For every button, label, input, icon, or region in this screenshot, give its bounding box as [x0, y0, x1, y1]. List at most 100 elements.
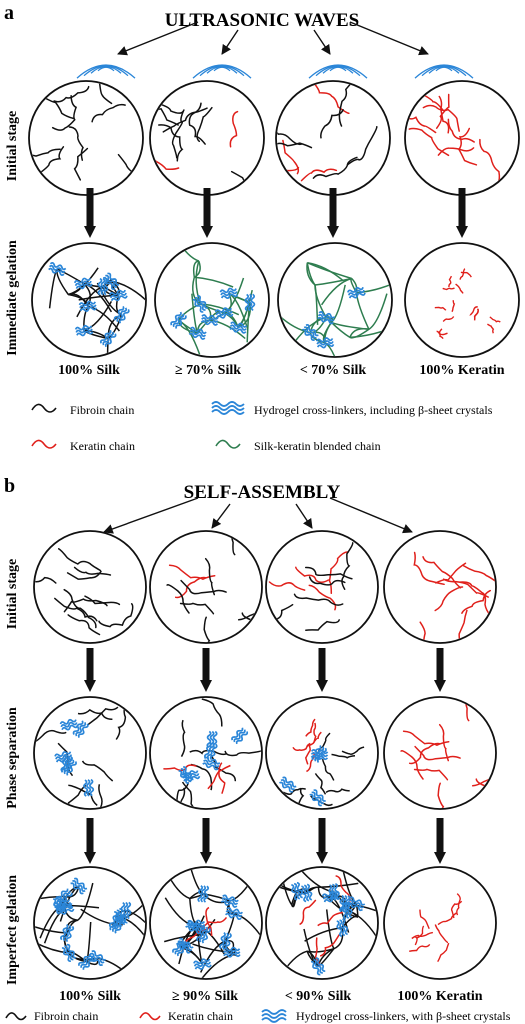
- fibroin-chain: [67, 784, 98, 806]
- col-label-a-1: 100% Silk: [58, 363, 120, 378]
- ultrasound-wave: [199, 65, 245, 77]
- crosslinker-icon: [192, 294, 208, 313]
- keratin-chain: [422, 104, 460, 132]
- down-arrow: [200, 818, 212, 864]
- row-label-immediate-gelation: Immediate gelation: [5, 240, 20, 356]
- crosslinker-strand: [66, 943, 76, 959]
- crosslinker-strand: [209, 743, 218, 761]
- crosslinker-icon: [108, 911, 125, 930]
- crosslinker-strand: [301, 328, 315, 341]
- network-chain: [192, 277, 201, 305]
- crosslinker-strand: [334, 882, 340, 901]
- down-arrow: [84, 188, 96, 238]
- arrow-to-col1: [117, 21, 199, 56]
- fibroin-chain: [341, 746, 365, 755]
- crosslinker-strand: [233, 729, 246, 743]
- network-chain: [64, 908, 78, 921]
- crosslinker-strand: [73, 277, 91, 284]
- fibroin-chain: [166, 584, 190, 614]
- crosslinker-icon: [309, 789, 326, 807]
- fibroin-chain: [308, 576, 346, 586]
- keratin-chain: [438, 95, 450, 134]
- keratin-tangle: [456, 893, 461, 916]
- fibroin-chain: [98, 603, 134, 628]
- keratin-chain: [304, 744, 311, 765]
- crosslinker-icon: [113, 305, 130, 324]
- crosslinker-strand: [91, 950, 107, 961]
- arrow-to-col4: [349, 21, 429, 56]
- crosslinker-strand: [189, 326, 207, 335]
- crosslinker-strand: [79, 303, 97, 310]
- keratin-tangle: [436, 330, 448, 336]
- circle-node: [28, 80, 144, 196]
- col-label-b-1: 100% Silk: [59, 989, 121, 1004]
- sample-circle: [383, 530, 497, 644]
- panel-a-gelation-row: [31, 242, 520, 358]
- keratin-chain: [168, 564, 216, 581]
- crosslinker-icon: [219, 931, 232, 951]
- crosslinker-strand: [116, 909, 125, 926]
- circle-node: [31, 242, 147, 358]
- crosslinker-strand: [221, 897, 239, 905]
- ultrasound-wave: [322, 65, 354, 74]
- ultrasound-wave: [97, 66, 115, 72]
- crosslinker-strand: [314, 746, 325, 762]
- crosslinker-strand: [313, 959, 323, 974]
- crosslinker-strand: [72, 720, 84, 735]
- down-arrow: [316, 648, 328, 692]
- down-arrow: [434, 648, 446, 692]
- crosslinker-icon: [196, 925, 211, 944]
- crosslinker-strand: [222, 932, 229, 950]
- panel-b-initial-row: [33, 530, 497, 644]
- crosslinker-icon: [336, 918, 349, 938]
- panel-b-phase-row: [33, 696, 497, 810]
- row-label-imperfect-gelation: Imperfect gelation: [5, 875, 20, 985]
- crosslinker-icon: [311, 745, 327, 763]
- keratin-chain: [459, 581, 492, 617]
- panel-b: b SELF-ASSEMBLY Initial stage Phase sepa…: [4, 475, 511, 1023]
- crosslinker-strand: [200, 885, 207, 903]
- legend-a-fibroin: Fibroin chain: [70, 403, 134, 417]
- crosslinker-strand: [79, 306, 98, 312]
- crosslinker-strand: [348, 289, 365, 296]
- crosslinker-strand: [102, 331, 114, 346]
- fibroin-chain: [241, 612, 261, 639]
- col-label-b-3: < 90% Silk: [285, 989, 352, 1004]
- sample-circle: [404, 80, 520, 196]
- crosslinker-icon: [73, 277, 93, 290]
- circle-node: [265, 696, 379, 810]
- fibroin-chain: [73, 566, 112, 576]
- crosslinker-strand: [280, 779, 295, 791]
- crosslinker-strand: [189, 329, 207, 337]
- crosslinker-strand: [116, 307, 128, 323]
- crosslinker-strand: [55, 888, 69, 901]
- fibroin-chain: [73, 147, 89, 181]
- crosslinker-strand: [300, 885, 307, 903]
- circle-contents: [160, 698, 261, 808]
- legend-a-keratin: Keratin chain: [70, 439, 135, 453]
- crosslinker-icon: [70, 877, 88, 895]
- keratin-chain: [475, 778, 495, 805]
- crosslinker-strand: [219, 931, 226, 949]
- keratin-chain: [437, 147, 475, 156]
- crosslinker-strand: [311, 791, 324, 805]
- fibroin-chain: [91, 103, 126, 123]
- panel-a-letter: a: [4, 2, 14, 24]
- legend-b-keratin: Keratin chain: [168, 1009, 233, 1023]
- crosslinker-strand: [78, 300, 96, 307]
- sample-circle: [149, 696, 263, 810]
- fibroin-chain: [63, 588, 97, 629]
- keratin-chain: [408, 127, 450, 157]
- b-arrow-to-col4: [329, 497, 413, 534]
- crosslinker-icon: [197, 885, 210, 903]
- sample-circle: [33, 696, 147, 810]
- b-arrow-to-col3: [295, 503, 313, 529]
- crosslinker-strand: [182, 772, 200, 779]
- crosslinker-strand: [305, 324, 319, 337]
- crosslinker-strand: [75, 283, 93, 290]
- fibroin-chain: [189, 749, 227, 756]
- crosslinker-strand: [55, 904, 73, 912]
- arrow-to-col3: [313, 29, 331, 55]
- dangling-chain: [368, 293, 388, 330]
- panel-b-down-arrows-1: [84, 648, 446, 692]
